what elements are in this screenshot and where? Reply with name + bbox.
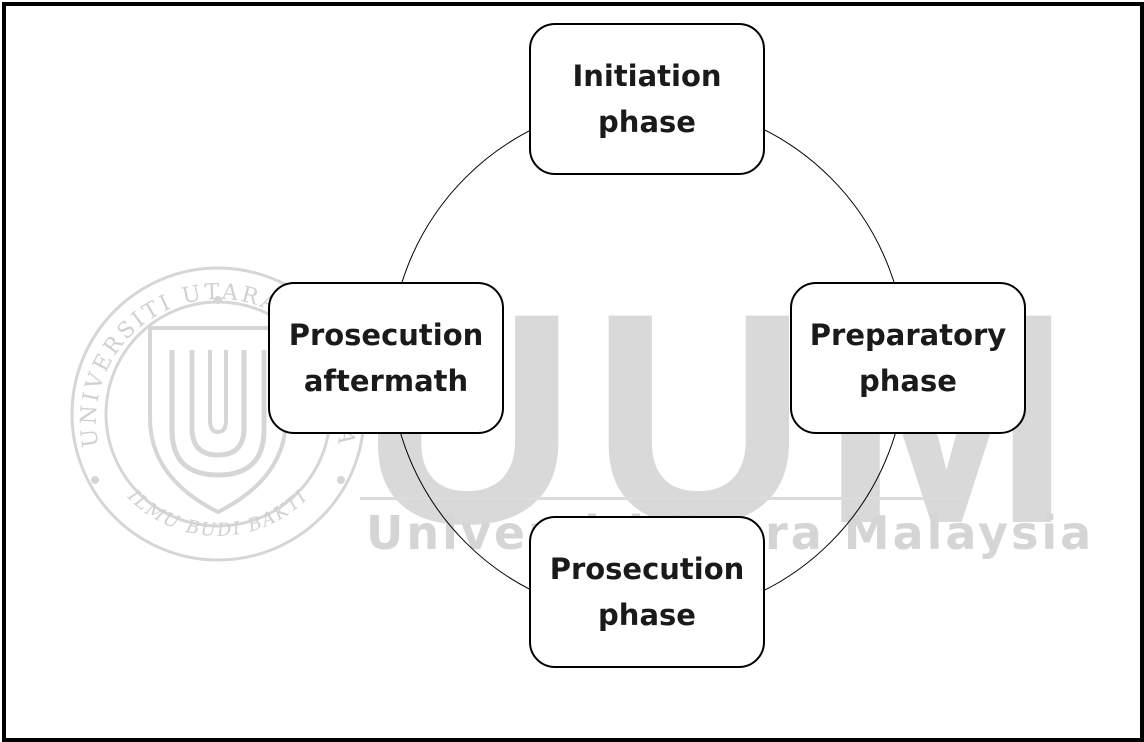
node-label: Prosecution phase [549,552,745,632]
node-label: Initiation phase [572,59,722,139]
node-preparatory-phase: Preparatory phase [790,282,1026,434]
node-label: Prosecution aftermath [288,318,484,398]
node-label: Preparatory phase [809,318,1007,398]
node-prosecution-aftermath: Prosecution aftermath [268,282,504,434]
node-initiation-phase: Initiation phase [529,23,765,175]
node-prosecution-phase: Prosecution phase [529,516,765,668]
